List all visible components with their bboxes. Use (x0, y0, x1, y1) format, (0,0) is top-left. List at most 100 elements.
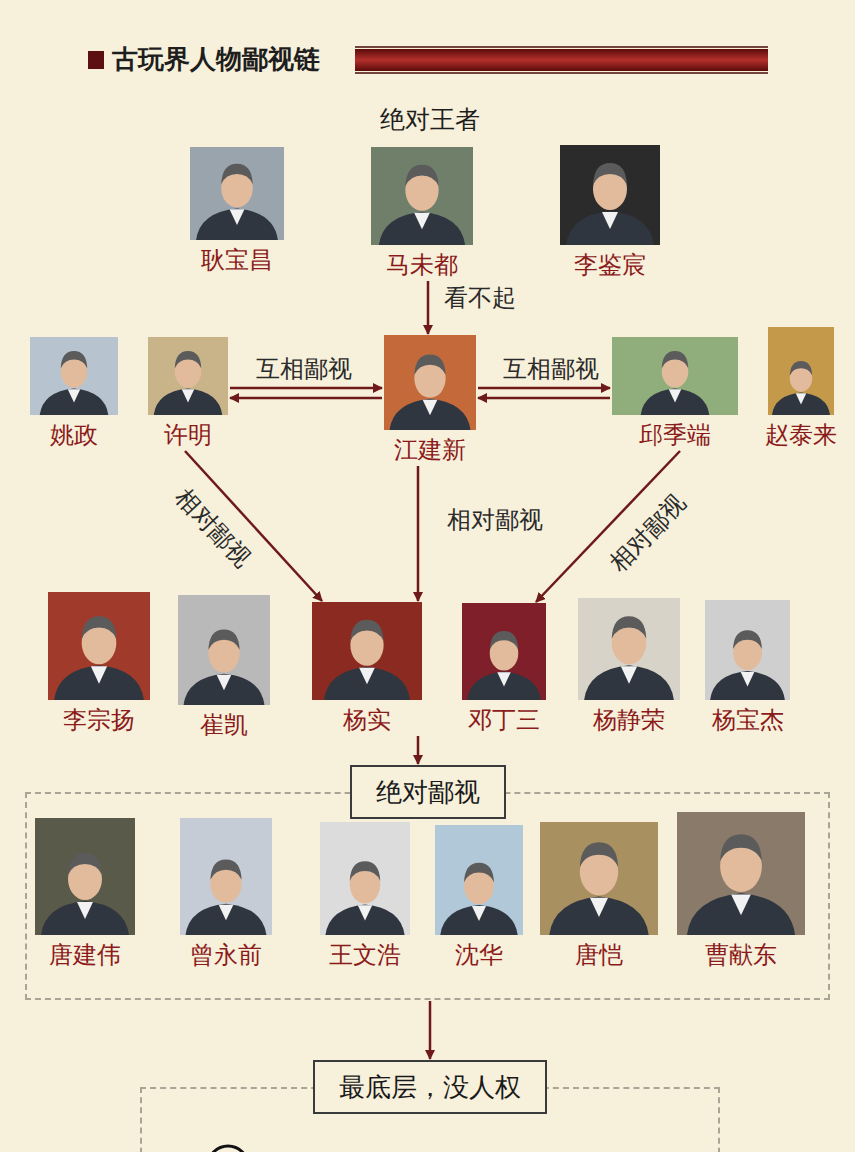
connector (418, 736, 419, 764)
person-card: 曾永前 (180, 818, 272, 970)
photo-figure (41, 853, 129, 935)
photo-ground (190, 147, 284, 240)
edge-label: 互相鄙视 (253, 355, 355, 383)
tier-region: 最底层，没人权 (140, 1060, 720, 1152)
portrait-photo (705, 600, 790, 700)
photo-figure (440, 863, 517, 935)
portrait-photo (180, 818, 272, 935)
photo-figure (710, 630, 785, 700)
photo-ground (384, 335, 476, 430)
tier-region: 绝对鄙视唐建伟 曾永前 王文浩 沈华 唐恺 曹献东 (25, 765, 830, 1000)
person-card: 耿宝昌 (190, 147, 284, 275)
portrait-photo (560, 145, 660, 245)
photo-figure (154, 351, 223, 415)
portrait-photo (578, 598, 680, 700)
photo-ground (48, 592, 150, 700)
connector (230, 388, 382, 398)
portrait-photo (312, 602, 422, 700)
title-text: 古玩界人物鄙视链 (112, 43, 320, 75)
person-name: 李鉴宸 (574, 250, 646, 280)
portrait-photo (677, 812, 805, 935)
photo-figure (196, 164, 278, 240)
person-name: 马未都 (386, 250, 458, 280)
person-card: 唐建伟 (35, 818, 135, 970)
portrait-photo (320, 822, 410, 935)
photo-figure (40, 351, 109, 415)
photo-figure (325, 861, 404, 935)
person-name: 曾永前 (190, 940, 262, 970)
connector-line (417, 466, 420, 601)
photo-ground (612, 337, 738, 415)
person-name: 杨实 (343, 705, 391, 735)
photo-figure (54, 616, 144, 700)
photo-figure (549, 842, 648, 935)
person-name: 王文浩 (329, 940, 401, 970)
person-name: 曹献东 (705, 940, 777, 970)
title-square (88, 51, 104, 69)
photo-figure (390, 355, 471, 430)
photo-ground (178, 595, 270, 705)
heading-holder: 最底层，没人权 (140, 1060, 720, 1114)
portrait-photo (612, 337, 738, 415)
connector (478, 388, 610, 398)
connector-line (478, 387, 610, 390)
portrait-photo (48, 592, 150, 700)
person-name: 赵泰来 (765, 420, 837, 450)
connector-line (230, 397, 382, 400)
person-card: 沈华 (435, 825, 523, 970)
person-card: 赵泰来 (761, 327, 841, 450)
person-card: 江建新 (384, 335, 476, 465)
portrait-photo (384, 335, 476, 430)
person-card: 邓丁三 (462, 603, 546, 735)
tier-heading: 绝对鄙视 (350, 765, 506, 819)
person-card: 李宗扬 (48, 592, 150, 735)
title-bar (355, 49, 768, 71)
person-card: 唐恺 (540, 822, 658, 970)
person-name: 沈华 (455, 940, 503, 970)
person-name: 邓丁三 (468, 705, 540, 735)
photo-ground (462, 603, 546, 700)
person-card: 杨宝杰 (705, 600, 790, 735)
photo-figure (379, 165, 465, 245)
photo-ground (578, 598, 680, 700)
connector-line (230, 387, 382, 390)
portrait-photo (462, 603, 546, 700)
photo-ground (320, 822, 410, 935)
portrait-photo (540, 822, 658, 935)
portrait-photo (190, 147, 284, 240)
photo-ground (705, 600, 790, 700)
photo-ground (148, 337, 228, 415)
person-card: 曹献东 (677, 812, 805, 970)
connector (430, 1001, 431, 1059)
portrait-photo (435, 825, 523, 935)
person-card: 王文浩 (320, 822, 410, 970)
person-name: 唐建伟 (49, 940, 121, 970)
connector (418, 466, 419, 601)
photo-ground (371, 147, 473, 245)
portrait-photo (768, 327, 834, 415)
photo-figure (772, 361, 830, 415)
photo-ground (35, 818, 135, 935)
photo-ground (677, 812, 805, 935)
photo-figure (687, 834, 795, 935)
photo-figure (184, 630, 265, 705)
heading-holder: 绝对鄙视 (25, 765, 830, 819)
title-bar-rule (355, 46, 768, 48)
person-card: 许明 (148, 337, 228, 450)
photo-ground (435, 825, 523, 935)
photo-figure (584, 616, 674, 700)
tier-heading: 最底层，没人权 (313, 1060, 547, 1114)
photo-ground (560, 145, 660, 245)
person-card: 李鉴宸 (560, 145, 660, 280)
person-name: 姚政 (50, 420, 98, 450)
connector-line (417, 736, 420, 764)
person-card: 杨实 (312, 602, 422, 735)
edge-label: 相对鄙视 (168, 481, 258, 575)
person-name: 唐恺 (575, 940, 623, 970)
photo-ground (180, 818, 272, 935)
person-card: 杨静荣 (578, 598, 680, 735)
person-name: 耿宝昌 (201, 245, 273, 275)
